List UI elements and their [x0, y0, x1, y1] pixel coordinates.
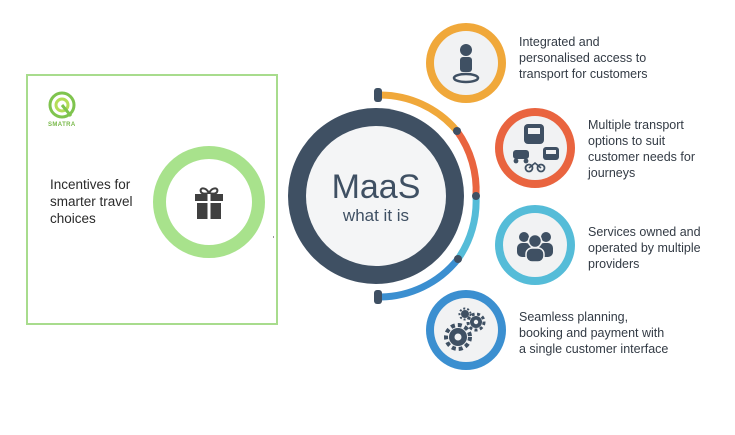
smatra-logo-icon [48, 91, 76, 119]
gears-icon [444, 307, 486, 351]
gift-ring [153, 146, 265, 258]
arc-cap-top [374, 88, 382, 102]
item-text-4: Seamless planning, booking and payment w… [519, 310, 669, 356]
arc-joint-1 [453, 127, 461, 135]
center-subtitle: what it is [342, 206, 410, 225]
people-group-icon [517, 232, 553, 263]
item-text-1: Integrated and personalised access to tr… [519, 35, 648, 81]
item-node-2 [495, 108, 575, 188]
center-disc-inner [306, 126, 446, 266]
speck [273, 236, 274, 238]
person-location-icon [452, 44, 480, 84]
transport-modes-icon [513, 124, 559, 173]
smatra-logo: SMATRA [47, 90, 79, 128]
arc-segment-orange [374, 91, 461, 135]
arc-joint-3 [454, 255, 462, 263]
arc-segment-red [454, 128, 480, 197]
logo-text: SMATRA [48, 122, 76, 128]
item-text-3: Services owned and operated by multiple … [588, 225, 701, 271]
arc-joint-2 [472, 192, 480, 200]
item-text-2: Multiple transport options to suit custo… [588, 118, 695, 180]
arc-cap-bottom [374, 290, 382, 304]
center-title: MaaS [331, 168, 421, 206]
card-caption: Incentives for smarter travel choices [50, 177, 133, 226]
incentives-card: SMATRA Incentives for smarter travel cho… [26, 74, 278, 325]
arc-segment-blue [374, 255, 462, 301]
gift-icon [195, 187, 223, 219]
arc-segment-cyan [455, 195, 480, 262]
